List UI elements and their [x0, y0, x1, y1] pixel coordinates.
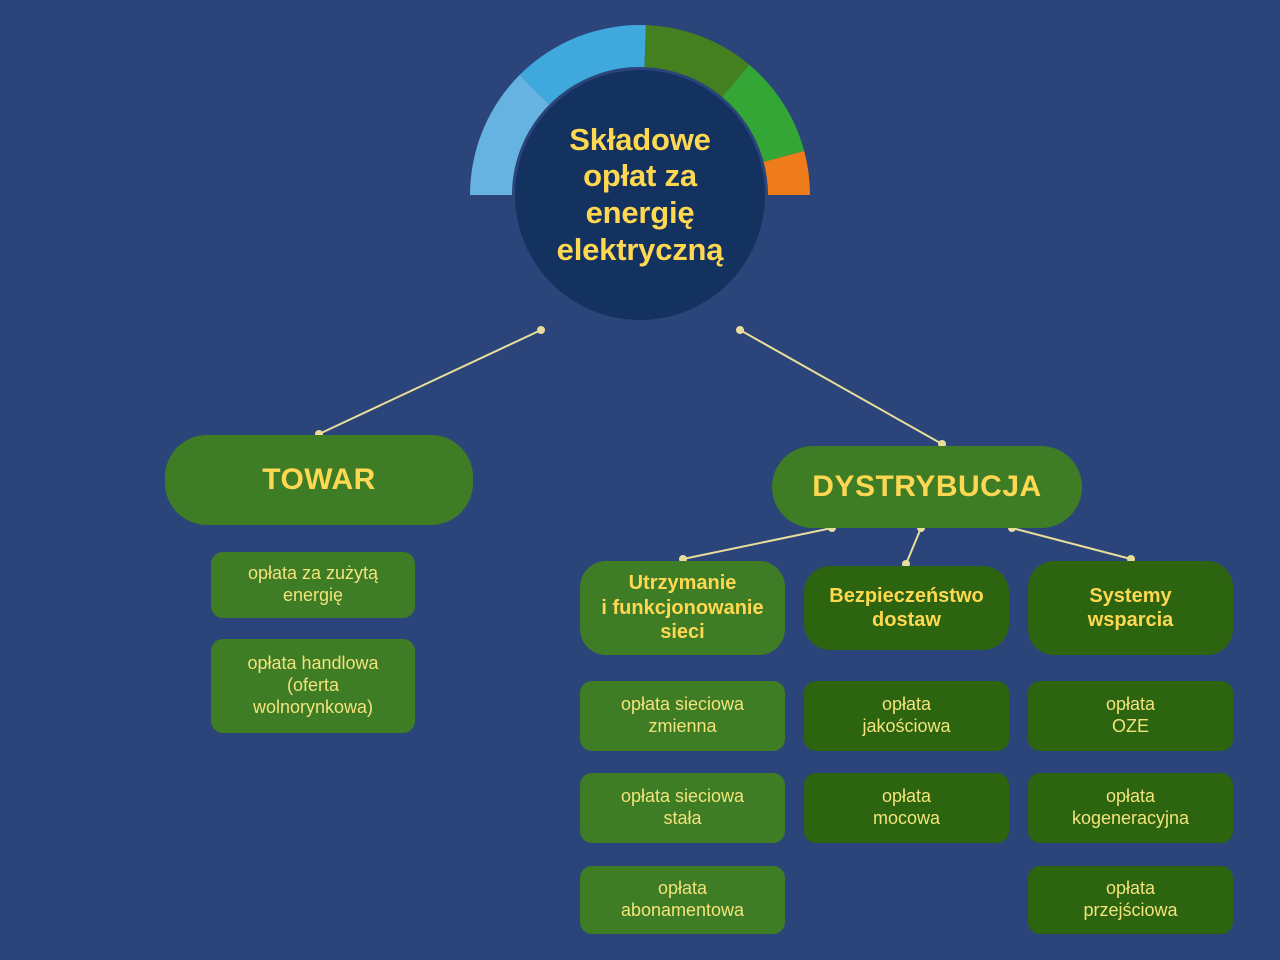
category-node-utrzymanie-label: Utrzymanie i funkcjonowanie sieci: [601, 572, 764, 644]
branch-node-dystrybucja[interactable]: DYSTRYBUCJA: [772, 446, 1082, 528]
edge-dystrybucja-to-utrzymanie: [682, 527, 833, 560]
leaf-node-towar-0[interactable]: opłata za zużytą energię: [211, 552, 415, 618]
leaf-node-systemy-0-label: opłata OZE: [1105, 694, 1156, 736]
leaf-node-systemy-1[interactable]: opłata kogeneracyjna: [1028, 773, 1233, 843]
edge-dystrybucja-to-bezpieczenstwo: [905, 527, 922, 565]
edge-dystrybucja-to-systemy: [1011, 527, 1132, 560]
leaf-node-bezpieczenstwo-1-label: opłata mocowa: [872, 786, 941, 828]
leaf-node-systemy-0[interactable]: opłata OZE: [1028, 681, 1233, 751]
segment-orange: [763, 151, 810, 195]
leaf-node-utrzymanie-2-label: opłata abonamentowa: [620, 878, 745, 920]
leaf-node-towar-0-label: opłata za zużytą energię: [247, 563, 379, 605]
segment-light-blue: [470, 74, 550, 195]
hub-title: Składowe opłat za energię elektryczną: [556, 121, 724, 267]
leaf-node-systemy-1-label: opłata kogeneracyjna: [1071, 786, 1190, 828]
category-node-systemy[interactable]: Systemy wsparcia: [1028, 561, 1233, 655]
leaf-node-utrzymanie-0-label: opłata sieciowa zmienna: [620, 694, 745, 736]
leaf-node-bezpieczenstwo-1[interactable]: opłata mocowa: [804, 773, 1009, 843]
leaf-node-systemy-2[interactable]: opłata przejściowa: [1028, 866, 1233, 934]
leaf-node-towar-1[interactable]: opłata handlowa (oferta wolnorynkowa): [211, 639, 415, 733]
leaf-node-towar-1-label: opłata handlowa (oferta wolnorynkowa): [247, 653, 379, 717]
category-node-utrzymanie[interactable]: Utrzymanie i funkcjonowanie sieci: [580, 561, 785, 655]
leaf-node-bezpieczenstwo-0-label: opłata jakościowa: [862, 694, 951, 736]
leaf-node-utrzymanie-1-label: opłata sieciowa stała: [620, 786, 745, 828]
hub-circle: Składowe opłat za energię elektryczną: [515, 70, 765, 320]
category-node-bezpieczenstwo[interactable]: Bezpieczeństwo dostaw: [804, 566, 1009, 650]
category-node-systemy-label: Systemy wsparcia: [1087, 584, 1174, 631]
category-node-bezpieczenstwo-label: Bezpieczeństwo dostaw: [829, 584, 984, 631]
branch-node-towar[interactable]: TOWAR: [165, 435, 473, 525]
leaf-node-utrzymanie-1[interactable]: opłata sieciowa stała: [580, 773, 785, 843]
leaf-node-systemy-2-label: opłata przejściowa: [1083, 878, 1178, 920]
segment-olive-green: [644, 25, 750, 97]
leaf-node-utrzymanie-0[interactable]: opłata sieciowa zmienna: [580, 681, 785, 751]
branch-node-dystrybucja-label: DYSTRYBUCJA: [812, 469, 1042, 503]
segment-bright-green: [722, 64, 805, 162]
branch-node-towar-label: TOWAR: [262, 462, 376, 496]
segment-cyan-blue: [519, 25, 646, 105]
leaf-node-utrzymanie-2[interactable]: opłata abonamentowa: [580, 866, 785, 934]
central-hub: Składowe opłat za energię elektryczną: [465, 20, 815, 370]
leaf-node-bezpieczenstwo-0[interactable]: opłata jakościowa: [804, 681, 1009, 751]
hub-ring: [470, 25, 810, 195]
